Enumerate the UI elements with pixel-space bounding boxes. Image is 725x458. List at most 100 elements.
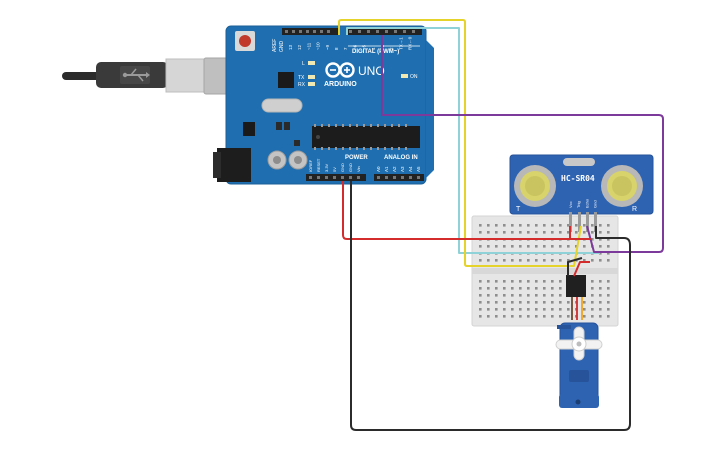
- breadboard-hole[interactable]: [599, 280, 602, 283]
- breadboard-hole[interactable]: [511, 315, 514, 318]
- wire-ground-black[interactable]: [350, 181, 631, 431]
- breadboard-hole[interactable]: [479, 315, 482, 318]
- breadboard-hole[interactable]: [503, 224, 506, 227]
- breadboard-hole[interactable]: [495, 231, 498, 234]
- breadboard-hole[interactable]: [511, 287, 514, 290]
- breadboard-hole[interactable]: [527, 259, 530, 262]
- breadboard-hole[interactable]: [495, 287, 498, 290]
- wire-echo-purple[interactable]: [381, 35, 664, 253]
- servo-connector[interactable]: [566, 275, 586, 320]
- breadboard-hole[interactable]: [607, 238, 610, 241]
- breadboard-hole[interactable]: [503, 287, 506, 290]
- breadboard-hole[interactable]: [591, 308, 594, 311]
- breadboard-hole[interactable]: [591, 315, 594, 318]
- breadboard-hole[interactable]: [503, 308, 506, 311]
- breadboard-hole[interactable]: [567, 259, 570, 262]
- wire-servo-power[interactable]: [573, 261, 590, 277]
- breadboard-hole[interactable]: [487, 280, 490, 283]
- breadboard-hole[interactable]: [487, 259, 490, 262]
- breadboard-hole[interactable]: [487, 224, 490, 227]
- breadboard-hole[interactable]: [543, 308, 546, 311]
- breadboard-hole[interactable]: [535, 231, 538, 234]
- servo-motor[interactable]: [555, 275, 603, 408]
- breadboard-hole[interactable]: [559, 231, 562, 234]
- breadboard-hole[interactable]: [479, 301, 482, 304]
- breadboard-hole[interactable]: [527, 231, 530, 234]
- power-header[interactable]: [306, 174, 366, 181]
- breadboard-hole[interactable]: [487, 287, 490, 290]
- breadboard-hole[interactable]: [535, 301, 538, 304]
- breadboard-hole[interactable]: [479, 294, 482, 297]
- wire-servo-ground[interactable]: [567, 257, 583, 276]
- breadboard-hole[interactable]: [519, 301, 522, 304]
- breadboard-hole[interactable]: [591, 224, 594, 227]
- breadboard-hole[interactable]: [559, 224, 562, 227]
- breadboard-hole[interactable]: [607, 301, 610, 304]
- breadboard-hole[interactable]: [479, 308, 482, 311]
- breadboard-hole[interactable]: [599, 294, 602, 297]
- breadboard-hole[interactable]: [503, 231, 506, 234]
- breadboard-hole[interactable]: [559, 245, 562, 248]
- digital-header[interactable]: [282, 28, 422, 35]
- breadboard-hole[interactable]: [583, 224, 586, 227]
- breadboard-hole[interactable]: [551, 224, 554, 227]
- breadboard-hole[interactable]: [527, 315, 530, 318]
- breadboard-hole[interactable]: [527, 294, 530, 297]
- breadboard-hole[interactable]: [559, 308, 562, 311]
- breadboard-hole[interactable]: [599, 315, 602, 318]
- breadboard-hole[interactable]: [559, 315, 562, 318]
- breadboard-hole[interactable]: [535, 280, 538, 283]
- breadboard-hole[interactable]: [503, 301, 506, 304]
- breadboard-hole[interactable]: [599, 224, 602, 227]
- breadboard-hole[interactable]: [591, 287, 594, 290]
- power-jack[interactable]: [213, 148, 251, 182]
- breadboard-hole[interactable]: [487, 308, 490, 311]
- breadboard-hole[interactable]: [607, 245, 610, 248]
- breadboard-hole[interactable]: [503, 315, 506, 318]
- breadboard-hole[interactable]: [599, 231, 602, 234]
- breadboard-hole[interactable]: [503, 245, 506, 248]
- breadboard-hole[interactable]: [535, 245, 538, 248]
- breadboard-hole[interactable]: [511, 280, 514, 283]
- breadboard-hole[interactable]: [551, 308, 554, 311]
- breadboard-hole[interactable]: [607, 294, 610, 297]
- breadboard-hole[interactable]: [495, 245, 498, 248]
- breadboard-hole[interactable]: [591, 231, 594, 234]
- breadboard-hole[interactable]: [519, 315, 522, 318]
- breadboard-hole[interactable]: [519, 308, 522, 311]
- breadboard-hole[interactable]: [503, 294, 506, 297]
- breadboard-hole[interactable]: [511, 224, 514, 227]
- breadboard-hole[interactable]: [607, 231, 610, 234]
- breadboard-hole[interactable]: [543, 231, 546, 234]
- breadboard-hole[interactable]: [543, 259, 546, 262]
- breadboard-hole[interactable]: [495, 280, 498, 283]
- breadboard-hole[interactable]: [511, 245, 514, 248]
- breadboard-hole[interactable]: [559, 294, 562, 297]
- breadboard-hole[interactable]: [551, 294, 554, 297]
- breadboard-hole[interactable]: [527, 301, 530, 304]
- breadboard-hole[interactable]: [607, 280, 610, 283]
- breadboard-hole[interactable]: [535, 224, 538, 227]
- breadboard-hole[interactable]: [583, 259, 586, 262]
- breadboard-hole[interactable]: [511, 259, 514, 262]
- breadboard-hole[interactable]: [559, 280, 562, 283]
- breadboard-hole[interactable]: [535, 315, 538, 318]
- breadboard-hole[interactable]: [543, 294, 546, 297]
- breadboard-hole[interactable]: [575, 231, 578, 234]
- breadboard-hole[interactable]: [599, 287, 602, 290]
- breadboard-hole[interactable]: [607, 224, 610, 227]
- breadboard-hole[interactable]: [551, 287, 554, 290]
- breadboard-hole[interactable]: [495, 259, 498, 262]
- analog-header[interactable]: [374, 174, 424, 181]
- wire-power-red[interactable]: [342, 181, 591, 240]
- breadboard-hole[interactable]: [575, 245, 578, 248]
- breadboard-hole[interactable]: [479, 245, 482, 248]
- breadboard-hole[interactable]: [551, 245, 554, 248]
- breadboard-hole[interactable]: [519, 245, 522, 248]
- breadboard-hole[interactable]: [567, 245, 570, 248]
- wires[interactable]: [338, 19, 664, 431]
- breadboard-hole[interactable]: [519, 287, 522, 290]
- breadboard-hole[interactable]: [591, 301, 594, 304]
- breadboard-hole[interactable]: [527, 245, 530, 248]
